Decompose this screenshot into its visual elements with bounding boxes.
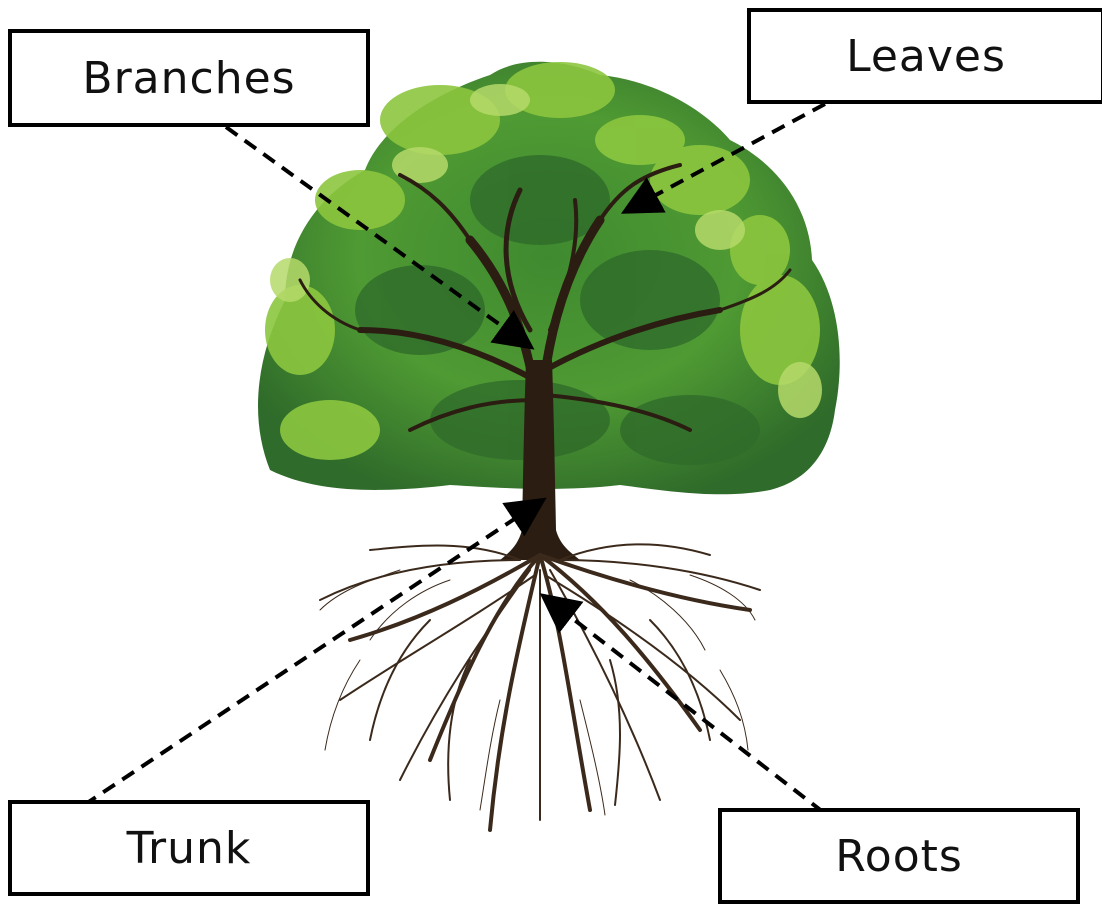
label-branches: Branches bbox=[8, 29, 370, 127]
label-leaves: Leaves bbox=[747, 8, 1102, 104]
label-roots: Roots bbox=[718, 808, 1080, 904]
leader-line-roots bbox=[546, 598, 823, 812]
label-trunk: Trunk bbox=[8, 800, 370, 896]
tree-roots bbox=[320, 544, 760, 830]
